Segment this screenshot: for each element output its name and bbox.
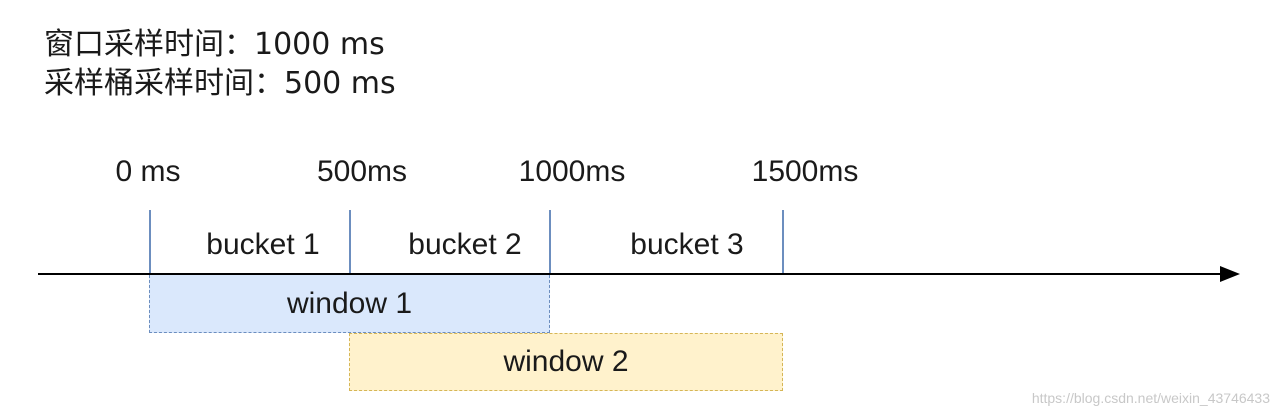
window-sample-time-text: 窗口采样时间：1000 ms [44,27,385,62]
window-2-box: window 2 [349,333,783,391]
watermark-text: https://blog.csdn.net/weixin_43746433 [1031,390,1270,406]
tick-label-1500ms: 1500ms [751,155,859,188]
bucket-sample-time-text: 采样桶采样时间：500 ms [44,66,396,101]
tick-label-500ms: 500ms [316,155,408,188]
window-1-label: window 1 [286,286,413,320]
window-1-box: window 1 [149,275,550,333]
time-axis-line [38,273,1225,275]
tick-label-1000ms: 1000ms [518,155,626,188]
bucket-1-label: bucket 1 [206,228,320,261]
window-2-label: window 2 [503,345,629,378]
tick-label-0ms: 0 ms [115,155,181,188]
tick-marker-0ms [149,210,151,274]
tick-marker-1000ms [549,210,551,274]
tick-marker-1500ms [782,210,784,274]
tick-marker-500ms [349,210,351,274]
bucket-2-label: bucket 2 [408,228,522,261]
bucket-3-label: bucket 3 [630,228,744,261]
arrow-right-icon [1220,266,1240,282]
